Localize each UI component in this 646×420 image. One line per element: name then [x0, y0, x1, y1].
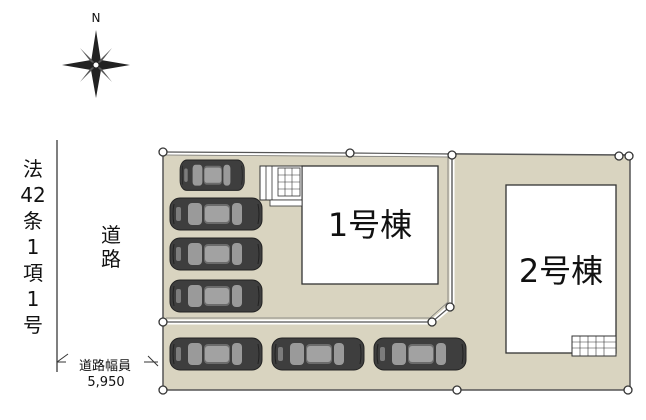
- north-label: N: [92, 11, 101, 25]
- car-icon: [169, 197, 263, 231]
- boundary-markers: [158, 147, 634, 395]
- north-arrow-icon: [62, 30, 130, 98]
- car-icon: [373, 337, 467, 371]
- entrance-step: [259, 165, 303, 207]
- compass: N: [62, 11, 130, 98]
- road-width-dimension: 道路幅員 5,950: [56, 353, 159, 390]
- car-icon: [271, 337, 365, 371]
- road-width-value: 5,950: [87, 375, 124, 390]
- road-legal-class: 法 42 条 1 項 1 号: [20, 157, 45, 337]
- car-icon: [169, 337, 263, 371]
- road-label-char: 路: [101, 247, 121, 271]
- road-class-char: 項: [23, 261, 43, 285]
- road-class-char: 号: [23, 313, 43, 337]
- road-width-label: 道路幅員: [79, 358, 131, 374]
- road-class-char: 法: [23, 157, 43, 181]
- road-class-char: 1: [27, 235, 40, 259]
- outdoor-unit: [571, 335, 617, 357]
- building-2-label: 2号棟: [519, 252, 603, 290]
- building-2-footprint: [505, 184, 617, 354]
- road-class-char: 42: [20, 183, 45, 207]
- car-icon: [179, 159, 245, 191]
- road-label-char: 道: [101, 223, 121, 247]
- building-1-footprint: [301, 165, 439, 285]
- car-icon: [169, 279, 263, 313]
- building-1-label: 1号棟: [328, 206, 412, 244]
- road-class-char: 1: [27, 287, 40, 311]
- road-class-char: 条: [23, 209, 43, 233]
- car-icon: [169, 237, 263, 271]
